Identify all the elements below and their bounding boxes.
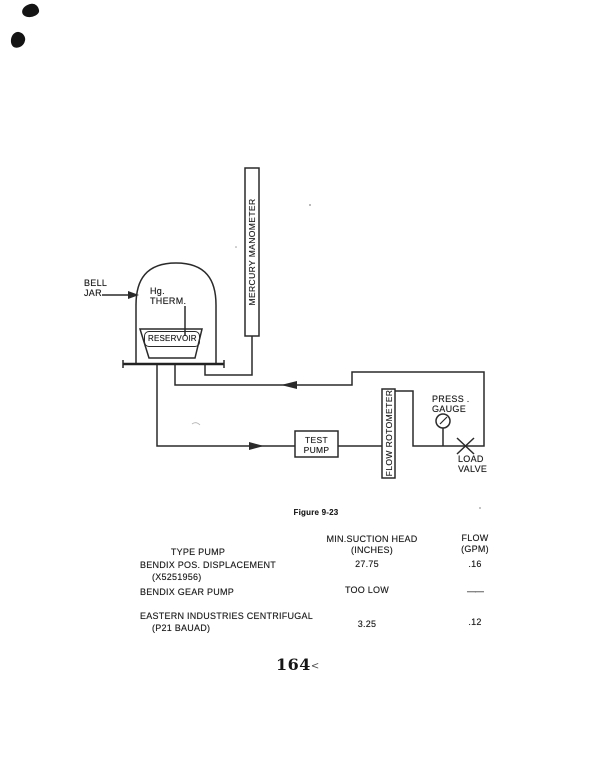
mercury-manometer-label: MERCURY MANOMETER xyxy=(247,198,257,306)
press-gauge-label: PRESS . GAUGE xyxy=(432,394,470,414)
flow-arrow-left-icon xyxy=(281,381,297,389)
table-row-name2: (P21 BAUAD) xyxy=(152,623,211,633)
figure-caption: Figure 9-23 xyxy=(293,508,339,517)
flow-rotometer-label: FLOW ROTOMETER xyxy=(384,389,394,477)
bell-jar-outline xyxy=(135,262,217,363)
bell-jar-label-line1: BELL xyxy=(84,278,108,288)
load-valve-label-line1: LOAD xyxy=(458,454,484,464)
manometer-tube xyxy=(244,167,260,337)
bell-jar-label: BELL JAR xyxy=(84,278,107,298)
table-row-flow: .12 xyxy=(468,617,482,627)
table-row-suction: 3.25 xyxy=(357,619,377,629)
load-valve-label: LOAD VALVE xyxy=(458,454,487,474)
press-gauge-label-line2: GAUGE xyxy=(432,404,467,414)
test-pump-box xyxy=(294,430,339,458)
table-header-flow: FLOW xyxy=(461,533,489,543)
table-header-flow-units: (GPM) xyxy=(461,544,489,554)
load-valve-label-line2: VALVE xyxy=(458,464,488,474)
scan-speck xyxy=(479,507,481,509)
scan-speck xyxy=(309,204,311,206)
valve-icon xyxy=(456,437,475,455)
base-plate-ends xyxy=(122,360,225,368)
table-row-name: EASTERN INDUSTRIES CENTRIFUGAL xyxy=(140,611,314,621)
table-row-flow: .16 xyxy=(468,559,482,569)
page-number-text: 164 xyxy=(276,655,311,674)
scan-speck xyxy=(191,422,201,426)
test-pump-label: TEST PUMP xyxy=(295,435,338,455)
table-header-type-pump: TYPE PUMP xyxy=(170,547,226,557)
page-number-artifact: < xyxy=(310,661,320,672)
bell-jar-pointer-icon xyxy=(128,291,139,299)
table-row-name: BENDIX POS. DISPLACEMENT xyxy=(140,560,277,570)
pipe-manometer-tap xyxy=(204,336,253,376)
table-header-suction-units: (INCHES) xyxy=(351,545,393,555)
pipe-return-loop xyxy=(174,364,485,447)
table-row-suction: TOO LOW xyxy=(344,585,390,595)
rotometer-tube xyxy=(381,388,396,479)
table-row-flow: —— xyxy=(467,586,484,596)
reservoir-label: RESERVOIR xyxy=(144,331,200,347)
hg-therm-label-line2: THERM. xyxy=(150,296,187,306)
test-pump-label-line2: PUMP xyxy=(303,445,330,455)
page-number: 164< xyxy=(276,655,319,674)
table-row-name2: (X5251956) xyxy=(152,572,202,582)
gauge-needle xyxy=(439,416,448,425)
scan-speck xyxy=(235,246,237,248)
pipe-supply-line xyxy=(156,364,295,447)
reservoir-outline xyxy=(138,328,203,359)
hg-therm-label: Hg. THERM. xyxy=(150,286,186,306)
table-row-name: BENDIX GEAR PUMP xyxy=(140,587,235,597)
test-pump-label-line1: TEST xyxy=(305,435,328,445)
hg-therm-label-line1: Hg. xyxy=(150,286,165,296)
table-header-suction: MIN.SUCTION HEAD xyxy=(326,534,418,544)
bell-jar-label-line2: JAR xyxy=(84,288,102,298)
press-gauge-label-line1: PRESS . xyxy=(432,394,470,404)
flow-arrow-right-icon xyxy=(249,442,264,450)
table-row-suction: 27.75 xyxy=(355,559,379,569)
